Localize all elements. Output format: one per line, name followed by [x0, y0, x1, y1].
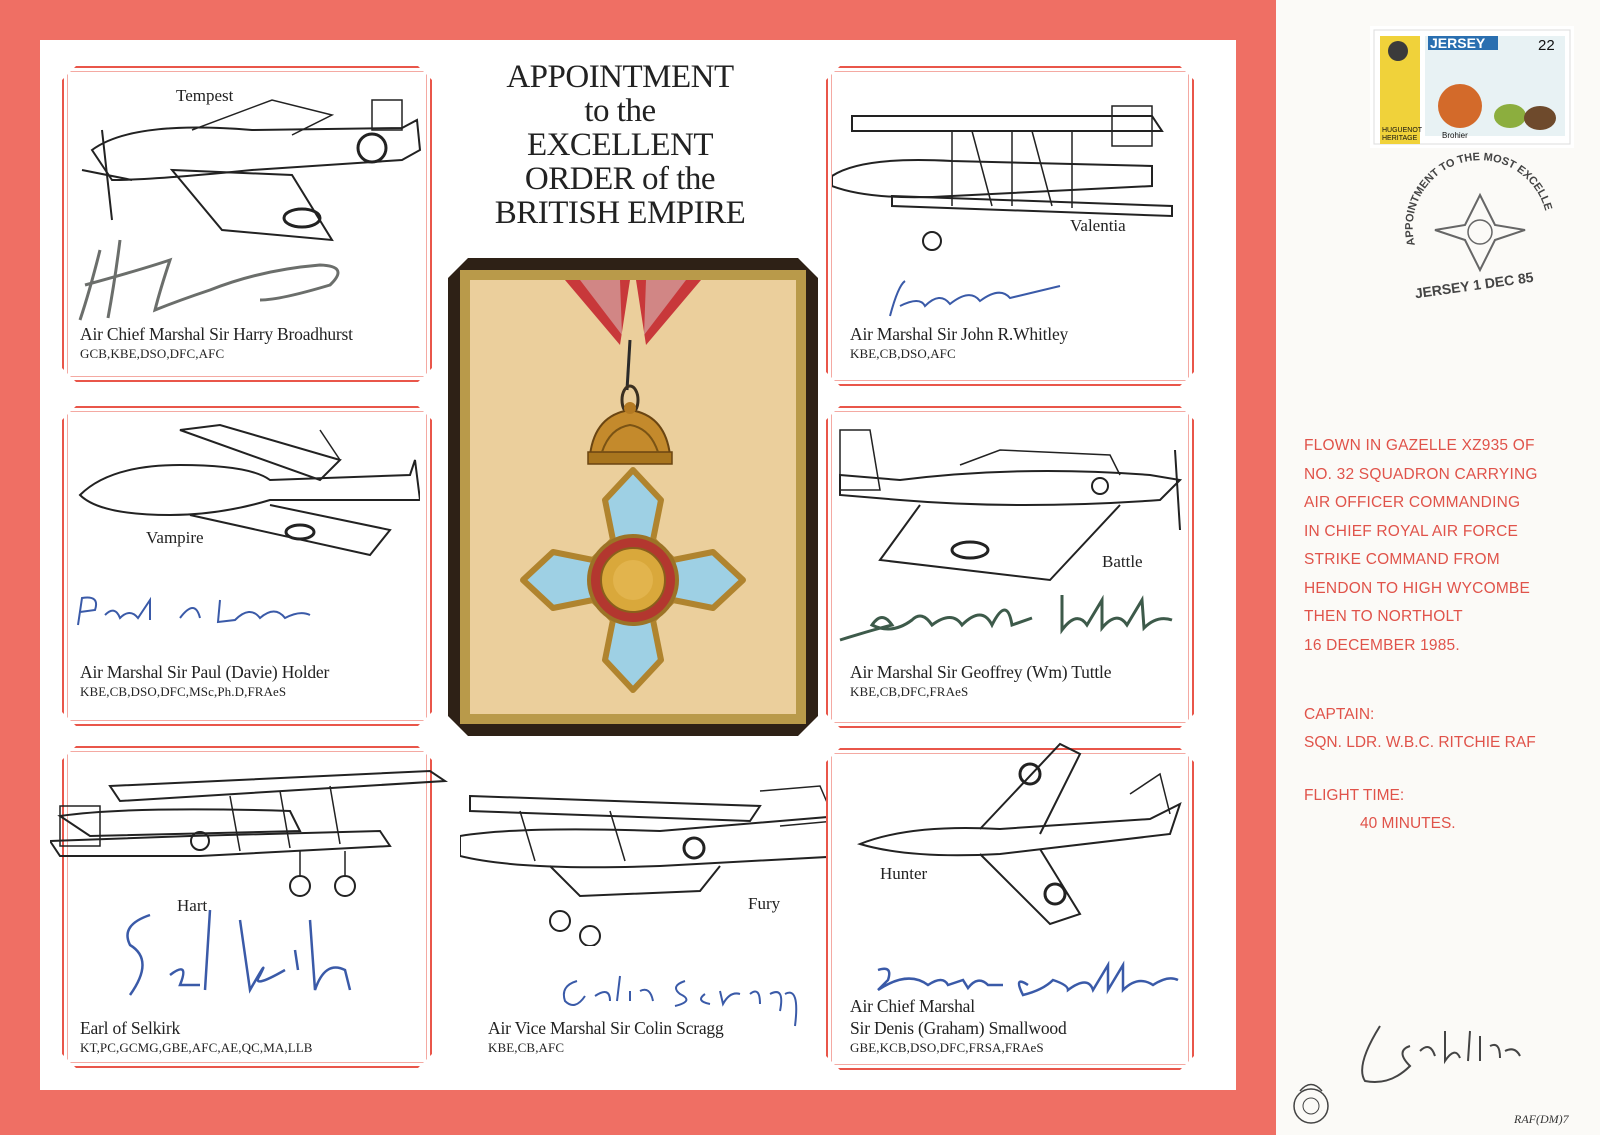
flight-line: THEN TO NORTHOLT [1304, 608, 1463, 625]
vampire-plane-icon [78, 423, 420, 557]
captain-label: CAPTAIN: [1304, 706, 1375, 723]
stamp-caption-1: HUGUENOT [1382, 127, 1423, 134]
flight-line: FLOWN IN GAZELLE XZ935 OF [1304, 437, 1535, 454]
officer-name-smallwood-1: Air Chief Marshal [850, 996, 975, 1016]
officer-name-broadhurst: Air Chief Marshal Sir Harry Broadhurst [80, 324, 353, 344]
stamp-subject: Brohier [1442, 131, 1468, 140]
flight-line: NO. 32 SQUADRON CARRYING [1304, 465, 1538, 483]
honours-holder: KBE,CB,DSO,DFC,MSc,Ph.D,FRAeS [80, 684, 287, 699]
postmark-date: JERSEY 1 DEC 85 [1414, 269, 1535, 300]
selkirk-signature [126, 909, 352, 996]
aircraft-name-hart: Hart [177, 896, 208, 915]
panel-hunter [826, 748, 1194, 1070]
panel-vampire [62, 406, 432, 726]
officer-name-smallwood-2: Sir Denis (Graham) Smallwood [850, 1018, 1067, 1038]
cover-title: APPOINTMENT to the EXCELLENT ORDER of th… [470, 60, 770, 230]
aircraft-name-valentia: Valentia [1070, 216, 1126, 235]
flight-time-label: FLIGHT TIME: [1304, 787, 1405, 804]
aircraft-name-battle: Battle [1102, 552, 1143, 571]
title-line-1: APPOINTMENT [506, 59, 734, 95]
captain-name: SQN. LDR. W.B.C. RITCHIE RAF [1304, 734, 1536, 751]
tuttle-signature [839, 594, 1173, 642]
tempest-plane-icon [81, 99, 422, 242]
flight-line: STRIKE COMMAND FROM [1304, 551, 1500, 568]
battle-plane-icon [839, 429, 1183, 582]
postmark: APPOINTMENT TO THE MOST EXCELLENT ORDER … [1395, 150, 1554, 300]
title-line-4: ORDER of the [524, 161, 716, 197]
stamp-value: 22 [1538, 37, 1555, 54]
honours-whitley: KBE,CB,DSO,AFC [850, 346, 956, 361]
panel-battle [826, 406, 1194, 728]
obe-medal-illustration [520, 280, 746, 693]
smallwood-signature [877, 960, 1179, 997]
officer-name-holder: Air Marshal Sir Paul (Davie) Holder [80, 662, 330, 682]
fury-plane-icon [460, 785, 847, 946]
honours-tuttle: KBE,CB,DFC,FRAeS [850, 684, 969, 699]
panel-valentia [826, 66, 1194, 386]
flight-line: IN CHIEF ROYAL AIR FORCE [1304, 522, 1519, 540]
honours-scragg: KBE,CB,AFC [488, 1040, 565, 1055]
officer-name-scragg: Air Vice Marshal Sir Colin Scragg [488, 1018, 724, 1038]
aircraft-name-tempest: Tempest [176, 86, 234, 105]
broadhurst-signature [78, 239, 340, 321]
cover-reference: RAF(DM)7 [1514, 1112, 1569, 1126]
title-line-2: to the [584, 93, 656, 129]
aircraft-name-hunter: Hunter [880, 864, 928, 883]
flight-line: AIR OFFICER COMMANDING [1304, 494, 1521, 511]
jersey-stamp: JERSEY 22 HUGUENOT HERITAGE Brohier [1370, 26, 1574, 148]
flight-line: HENDON TO HIGH WYCOMBE [1304, 579, 1531, 597]
stamp-country: JERSEY [1430, 35, 1486, 51]
club-badge-icon [1293, 1083, 1329, 1124]
postmark-arc-text: APPOINTMENT TO THE MOST EXCELLENT ORDER … [1395, 150, 1554, 247]
officer-name-tuttle: Air Marshal Sir Geoffrey (Wm) Tuttle [850, 662, 1112, 682]
flight-details: FLOWN IN GAZELLE XZ935 OF NO. 32 SQUADRO… [1304, 432, 1594, 660]
svg-text:APPOINTMENT TO THE MOST EXCELL: APPOINTMENT TO THE MOST EXCELLENT ORDER … [1395, 150, 1554, 247]
panel-tempest [62, 66, 432, 382]
ritchie-signature [1361, 1025, 1521, 1083]
honours-broadhurst: GCB,KBE,DSO,DFC,AFC [80, 346, 225, 361]
title-line-5: BRITISH EMPIRE [494, 195, 746, 231]
officer-name-whitley: Air Marshal Sir John R.Whitley [850, 324, 1069, 344]
holder-signature [77, 596, 311, 626]
honours-selkirk: KT,PC,GCMG,GBE,AFC,AE,QC,MA,LLB [80, 1040, 313, 1055]
flight-time-value: 40 MINUTES. [1360, 815, 1456, 832]
medal-picture [470, 280, 796, 714]
aircraft-name-vampire: Vampire [146, 528, 204, 547]
whitley-signature [889, 280, 1061, 317]
panel-hart [62, 746, 432, 1068]
title-line-3: EXCELLENT [526, 127, 714, 163]
aircraft-name-fury: Fury [748, 894, 781, 913]
honours-smallwood: GBE,KCB,DSO,DFC,FRSA,FRAeS [850, 1040, 1044, 1055]
scragg-signature [562, 975, 798, 1027]
flight-line: 16 DECEMBER 1985. [1304, 636, 1460, 654]
hunter-plane-icon [856, 742, 1182, 926]
valentia-plane-icon [832, 105, 1173, 251]
stamp-caption-2: HERITAGE [1382, 135, 1418, 142]
stamp-artwork: JERSEY 22 HUGUENOT HERITAGE Brohier [1373, 29, 1571, 145]
hart-plane-icon [50, 769, 449, 897]
officer-name-selkirk: Earl of Selkirk [80, 1018, 181, 1038]
